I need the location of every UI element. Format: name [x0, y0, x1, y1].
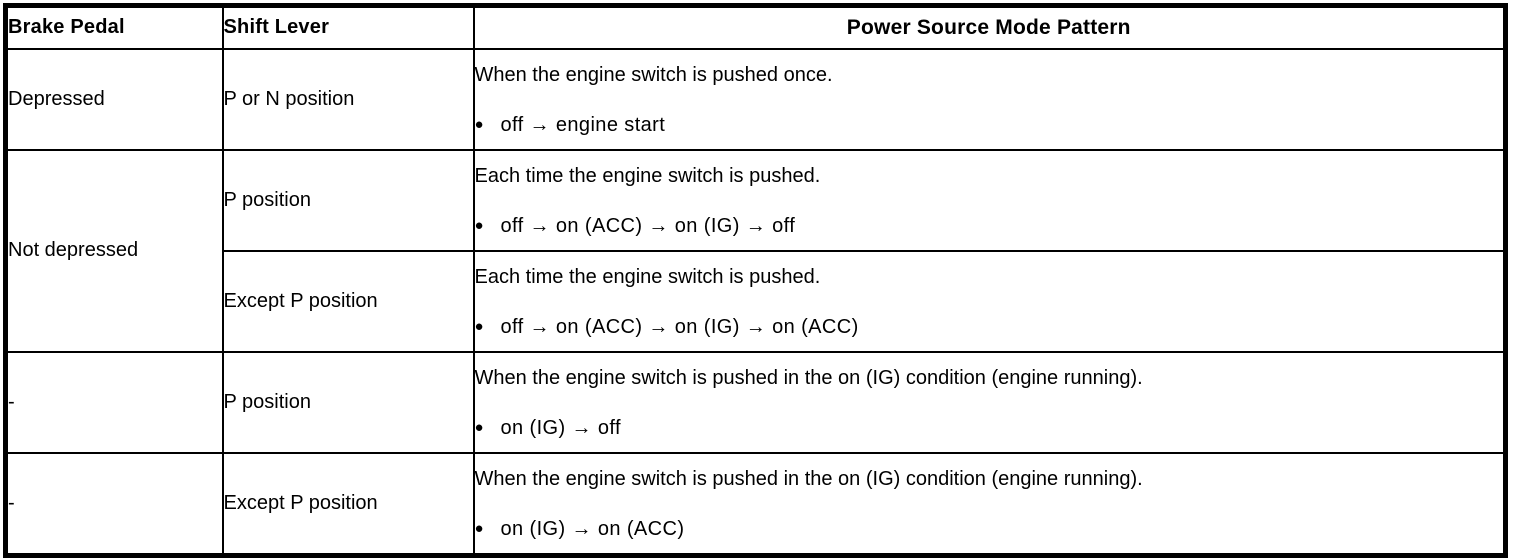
pattern-bullet-item: ● off → on (ACC) → on (IG) → on (ACC): [475, 315, 1504, 339]
table-row: Depressed P or N position When the engin…: [4, 47, 1507, 151]
table-row: - Except P position When the engine swit…: [4, 451, 1507, 556]
bullet-icon: ●: [474, 519, 484, 537]
pattern-bullet-item: ● on (IG) → off: [475, 416, 1504, 440]
pattern-bullet-text: off → engine start: [500, 113, 666, 136]
table-row: - P position When the engine switch is p…: [4, 350, 1507, 454]
pattern-lead-text: Each time the engine switch is pushed.: [474, 164, 821, 187]
cell-shift-lever: P position: [221, 148, 475, 252]
table-body: Depressed P or N position When the engin…: [4, 47, 1507, 556]
pattern-lead-text: When the engine switch is pushed in the …: [474, 366, 1143, 389]
bullet-icon: ●: [474, 216, 484, 234]
cell-power-source-mode-pattern: Each time the engine switch is pushed. ●…: [472, 249, 1507, 353]
cell-brake-pedal: Depressed: [4, 47, 224, 151]
pattern-lead-text: When the engine switch is pushed in the …: [474, 467, 1143, 490]
cell-shift-lever: Except P position: [221, 451, 475, 556]
pattern-bullet-item: ● on (IG) → on (ACC): [475, 517, 1504, 541]
cell-shift-lever: Except P position: [221, 249, 475, 353]
spec-table-container: Brake Pedal Shift Lever Power Source Mod…: [3, 3, 1508, 558]
column-header-brake-pedal: Brake Pedal: [4, 4, 224, 50]
cell-brake-pedal: -: [4, 350, 224, 454]
bullet-icon: ●: [474, 317, 484, 335]
cell-shift-lever: P position: [221, 350, 475, 454]
bullet-icon: ●: [474, 418, 484, 436]
cell-power-source-mode-pattern: Each time the engine switch is pushed. ●…: [472, 148, 1507, 252]
table-row: Not depressed P position Each time the e…: [4, 148, 1507, 353]
table-header-row: Brake Pedal Shift Lever Power Source Mod…: [4, 4, 1507, 50]
pattern-lead-text: Each time the engine switch is pushed.: [474, 265, 821, 288]
cell-power-source-mode-pattern: When the engine switch is pushed in the …: [472, 451, 1507, 556]
pattern-bullet-text: on (IG) → off: [500, 416, 621, 439]
pattern-bullet-item: ● off → engine start: [475, 113, 1504, 137]
bullet-icon: ●: [474, 115, 484, 133]
cell-shift-lever: P or N position: [221, 47, 475, 151]
pattern-bullet-item: ● off → on (ACC) → on (IG) → off: [475, 214, 1504, 238]
cell-brake-pedal: Not depressed: [4, 148, 224, 353]
cell-power-source-mode-pattern: When the engine switch is pushed once. ●…: [472, 47, 1507, 151]
table-header: Brake Pedal Shift Lever Power Source Mod…: [4, 4, 1507, 50]
pattern-bullet-text: on (IG) → on (ACC): [500, 517, 685, 540]
power-source-mode-table: Brake Pedal Shift Lever Power Source Mod…: [3, 3, 1508, 558]
table-row: Except P position Each time the engine s…: [6, 249, 1507, 353]
pattern-lead-text: When the engine switch is pushed once.: [474, 63, 833, 86]
column-header-power-source-mode-pattern: Power Source Mode Pattern: [472, 4, 1507, 50]
pattern-bullet-text: off → on (ACC) → on (IG) → on (ACC): [500, 315, 859, 338]
cell-brake-pedal: -: [4, 451, 224, 556]
pattern-bullet-text: off → on (ACC) → on (IG) → off: [500, 214, 796, 237]
column-header-shift-lever: Shift Lever: [221, 4, 475, 50]
cell-power-source-mode-pattern: When the engine switch is pushed in the …: [472, 350, 1507, 454]
